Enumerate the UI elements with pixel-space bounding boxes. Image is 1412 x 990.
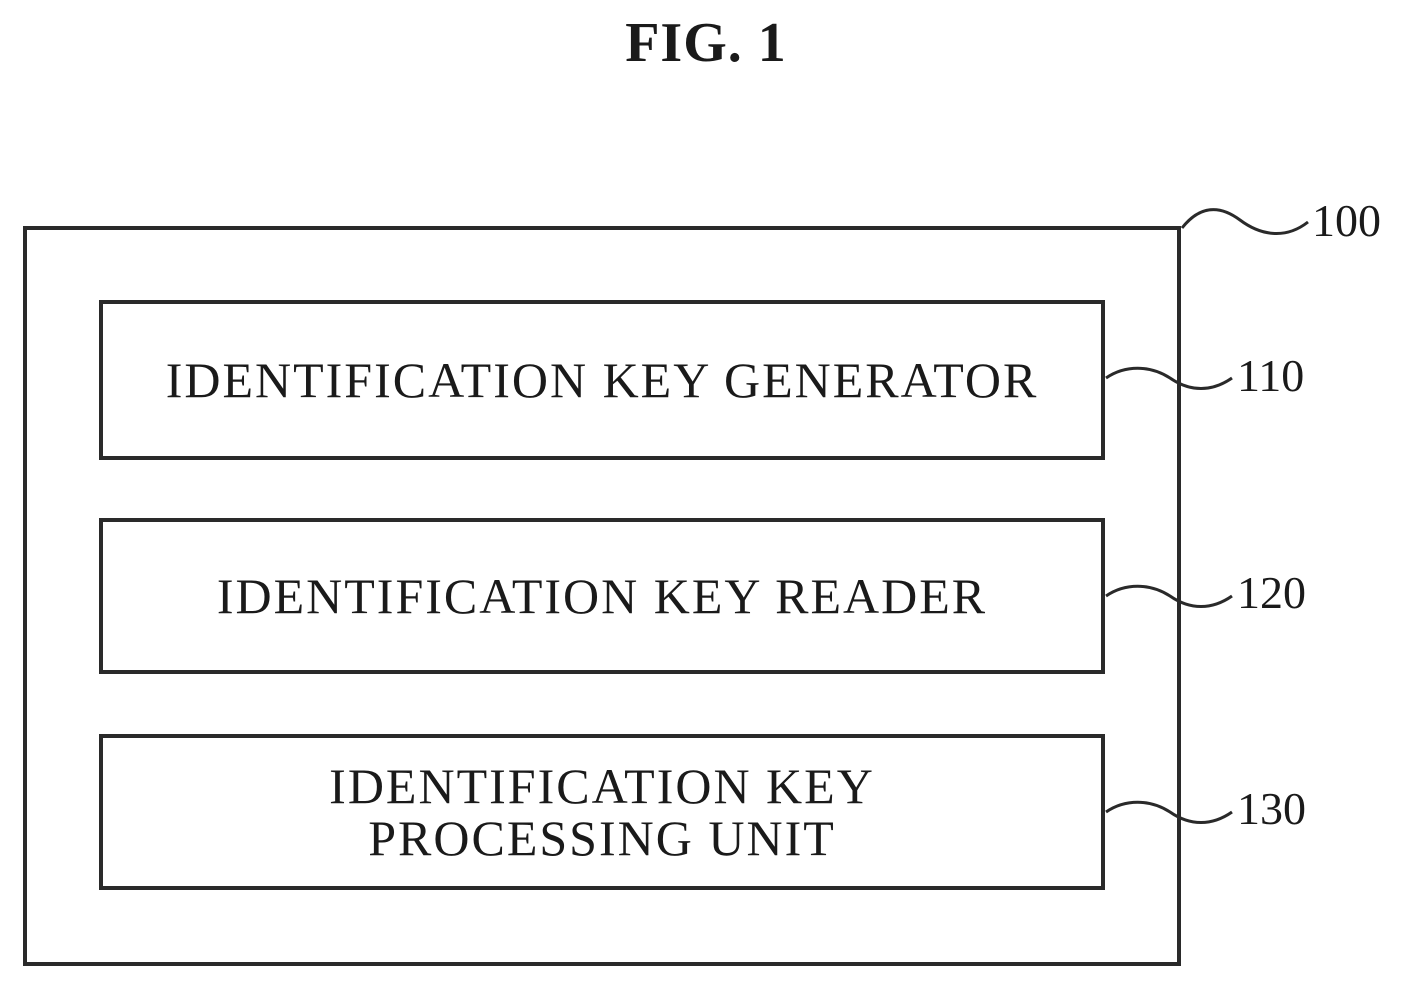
identification-key-generator-block: IDENTIFICATION KEY GENERATOR xyxy=(99,300,1105,460)
block-label-line: PROCESSING UNIT xyxy=(368,812,836,865)
leader-line-100 xyxy=(1182,210,1308,234)
reference-number-130: 130 xyxy=(1237,786,1306,832)
block-label-line: IDENTIFICATION KEY xyxy=(329,760,875,813)
block-label-line: IDENTIFICATION KEY GENERATOR xyxy=(166,354,1039,407)
reference-number-120: 120 xyxy=(1237,570,1306,616)
reference-number-100: 100 xyxy=(1312,198,1381,244)
identification-key-processing-unit-block: IDENTIFICATION KEY PROCESSING UNIT xyxy=(99,734,1105,890)
identification-key-reader-block: IDENTIFICATION KEY READER xyxy=(99,518,1105,674)
block-label-line: IDENTIFICATION KEY READER xyxy=(217,570,987,623)
reference-number-110: 110 xyxy=(1237,353,1304,399)
figure-title: FIG. 1 xyxy=(0,10,1412,77)
